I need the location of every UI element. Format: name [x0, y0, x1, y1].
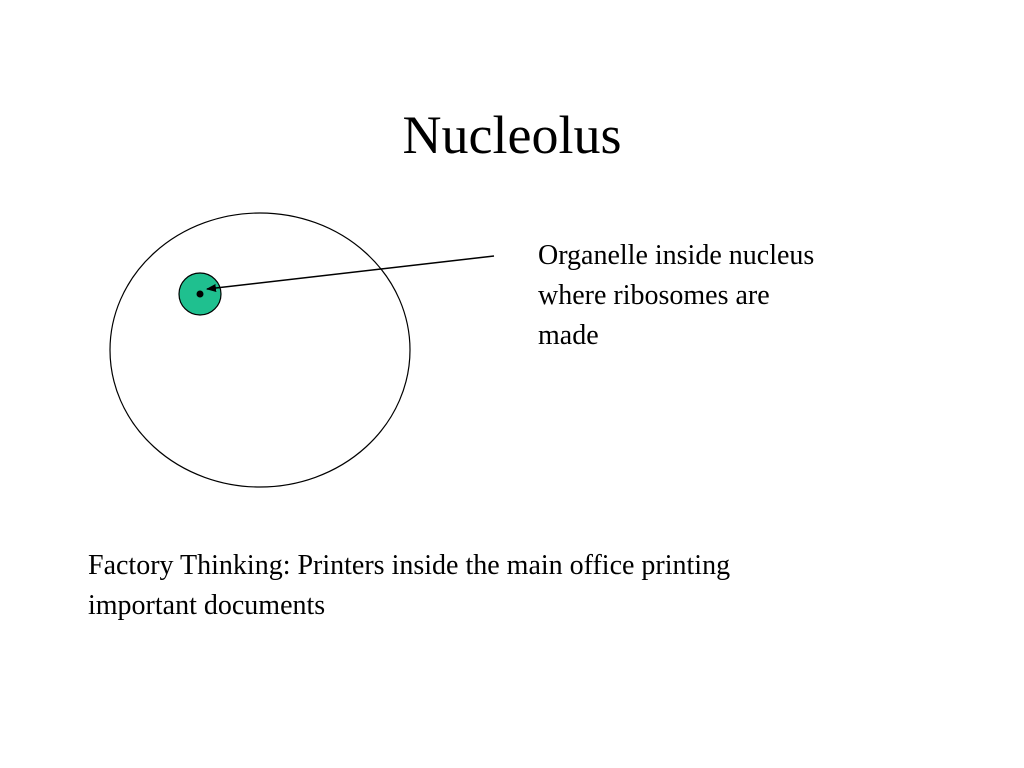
nucleolus-center-dot: [196, 290, 204, 298]
nucleolus-description: Organelle inside nucleus where ribosomes…: [538, 240, 815, 351]
factory-analogy-text: Factory Thinking: Printers inside the ma…: [88, 550, 731, 621]
nucleus-outline: [109, 212, 411, 488]
pointer-arrow: [206, 255, 495, 292]
slide-title: Nucleolus: [402, 105, 622, 165]
